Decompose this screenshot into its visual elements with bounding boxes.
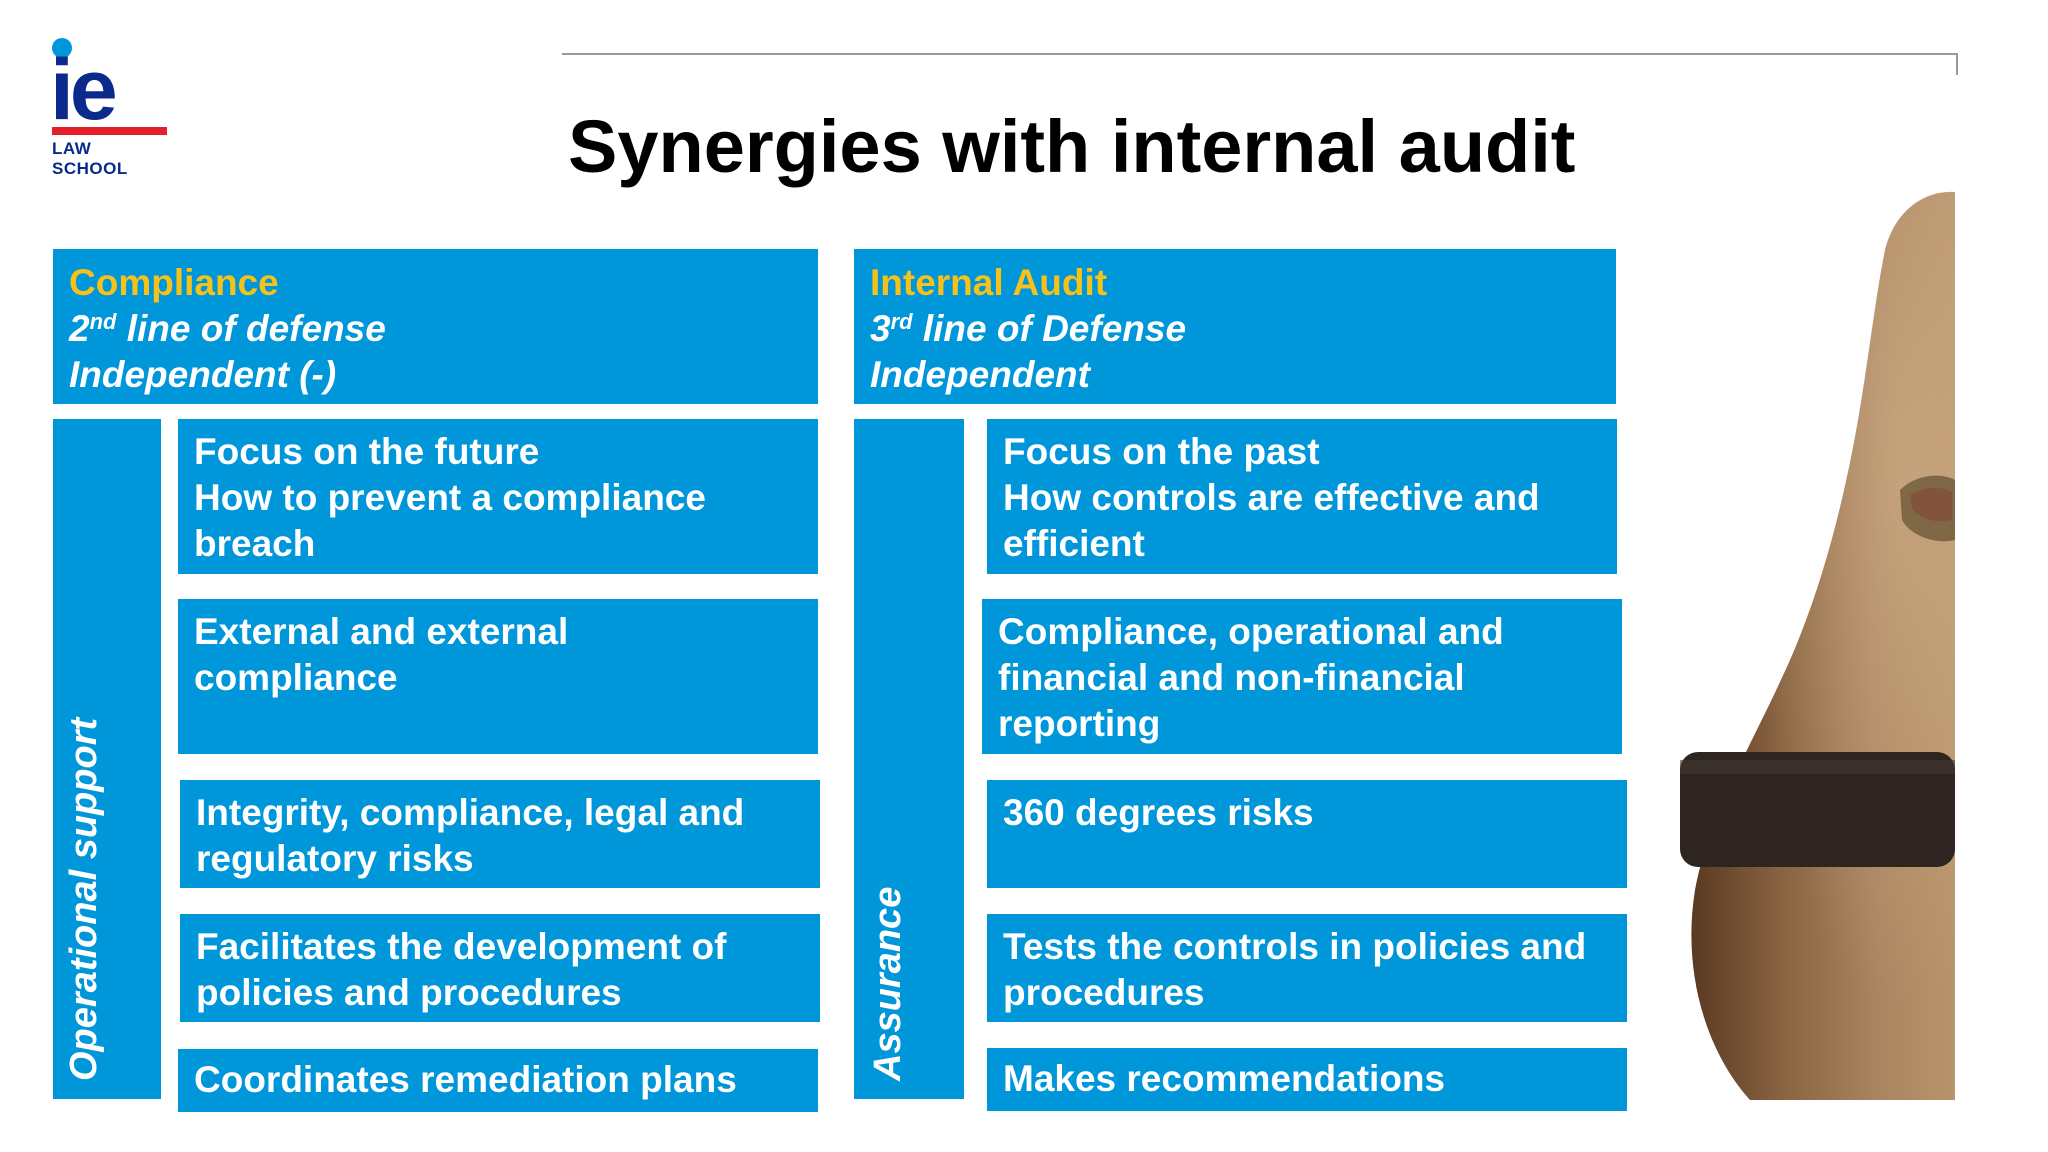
compliance-item-box: Focus on the future How to prevent a com… — [178, 419, 818, 574]
internal-audit-item-text: Compliance, operational and financial an… — [998, 611, 1504, 744]
compliance-item-text: External and external compliance — [194, 611, 569, 698]
internal-audit-side-bar — [854, 419, 964, 1099]
internal-audit-item-box: Tests the controls in policies and proce… — [987, 914, 1627, 1022]
bowling-pin-photo — [1680, 191, 1955, 1100]
pin-band — [1680, 752, 1955, 867]
internal-audit-item-box: Makes recommendations — [987, 1048, 1627, 1111]
internal-audit-item-text: Focus on the past How controls are effec… — [1003, 431, 1540, 564]
internal-audit-item-box: Compliance, operational and financial an… — [982, 599, 1622, 754]
compliance-item-box: Integrity, compliance, legal and regulat… — [180, 780, 820, 888]
internal-audit-title: Internal Audit — [870, 262, 1108, 303]
compliance-header-box: Compliance 2nd line of defense Independe… — [53, 249, 818, 404]
page-title: Synergies with internal audit — [568, 105, 1576, 188]
internal-audit-item-text: 360 degrees risks — [1003, 792, 1314, 833]
internal-audit-independence: Independent — [870, 354, 1090, 395]
compliance-item-text: Facilitates the development of policies … — [196, 926, 727, 1013]
top-divider — [562, 53, 1958, 55]
logo-red-bar — [52, 127, 167, 135]
logo-dot — [52, 38, 72, 58]
top-divider-tick — [1956, 53, 1958, 75]
internal-audit-header-box: Internal Audit 3rd line of Defense Indep… — [854, 249, 1616, 404]
internal-audit-item-text: Tests the controls in policies and proce… — [1003, 926, 1587, 1013]
compliance-item-box: Coordinates remediation plans — [178, 1049, 818, 1112]
compliance-title: Compliance — [69, 262, 279, 303]
internal-audit-line-of-defense: 3rd line of Defense — [870, 308, 1187, 349]
pin-label — [1900, 475, 1955, 542]
logo-mark: ie — [50, 42, 118, 138]
internal-audit-item-box: 360 degrees risks — [987, 780, 1627, 888]
compliance-item-text: Focus on the future How to prevent a com… — [194, 431, 706, 564]
compliance-independence: Independent (-) — [69, 354, 337, 395]
compliance-item-box: Facilitates the development of policies … — [180, 914, 820, 1022]
internal-audit-item-box: Focus on the past How controls are effec… — [987, 419, 1617, 574]
compliance-side-label: Operational support — [63, 717, 105, 1081]
logo-subtitle: LAW SCHOOL — [52, 139, 128, 178]
compliance-item-text: Coordinates remediation plans — [194, 1059, 737, 1100]
compliance-side-bar — [53, 419, 161, 1099]
compliance-line-of-defense: 2nd line of defense — [69, 308, 386, 349]
internal-audit-item-text: Makes recommendations — [1003, 1058, 1446, 1099]
compliance-item-box: External and external compliance — [178, 599, 818, 754]
internal-audit-side-label: Assurance — [867, 886, 909, 1081]
ie-law-school-logo: ie LAW SCHOOL — [50, 38, 170, 178]
compliance-item-text: Integrity, compliance, legal and regulat… — [196, 792, 745, 879]
